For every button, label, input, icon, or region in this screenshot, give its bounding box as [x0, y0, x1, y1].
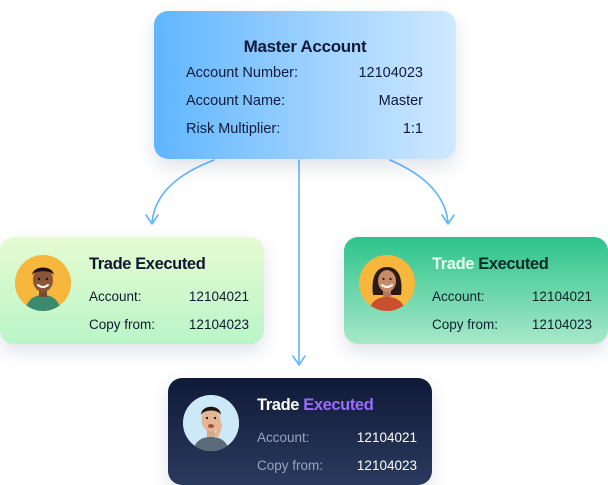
copy-from-label: Copy from:: [89, 317, 156, 332]
title-word-executed: Executed: [478, 255, 549, 273]
thinking-man-avatar-icon: [183, 395, 239, 451]
smiling-man-avatar-icon: [15, 255, 71, 311]
title-word-trade: Trade: [432, 255, 475, 273]
title-word-trade: Trade: [257, 396, 300, 414]
copy-from-label: Copy from:: [257, 458, 324, 473]
account-label: Account:: [432, 289, 485, 304]
value: 1:1: [402, 121, 423, 137]
copy-from-label: Copy from:: [432, 317, 499, 332]
copy-from-value: 12104023: [188, 317, 249, 332]
account-label: Account:: [89, 289, 142, 304]
arrow-head-left: [145, 214, 159, 225]
smiling-woman-avatar-icon: [359, 255, 415, 311]
arrow-head-right: [441, 214, 455, 225]
account-value: 12104021: [531, 289, 592, 304]
account-value: 12104021: [188, 289, 249, 304]
arrow-to-right-card: [389, 159, 449, 223]
trade-executed-title: Trade Executed: [432, 255, 549, 274]
label: Risk Multiplier:: [186, 121, 281, 137]
trade-executed-card-left: Trade Executed Account: 12104021 Copy fr…: [0, 237, 264, 344]
arrow-head-bottom: [292, 355, 306, 366]
copy-from-value: 12104023: [531, 317, 592, 332]
value: 12104023: [358, 65, 423, 81]
label: Account Name:: [186, 93, 286, 109]
account-label: Account:: [257, 430, 310, 445]
trade-executed-title: Trade Executed: [257, 396, 374, 415]
arrow-to-left-card: [151, 159, 215, 223]
trade-executed-title: Trade Executed: [89, 255, 206, 273]
value: Master: [378, 93, 423, 109]
master-account-card: Master Account Account Number: 12104023 …: [154, 11, 456, 159]
master-account-title: Master Account: [243, 37, 367, 56]
label: Account Number:: [186, 65, 299, 81]
copy-from-value: 12104023: [356, 458, 417, 473]
trade-executed-card-right: Trade Executed Account: 12104021 Copy fr…: [344, 237, 608, 344]
title-word-executed: Executed: [303, 396, 374, 414]
trade-executed-card-bottom: Trade Executed Account: 12104021 Copy fr…: [168, 378, 432, 485]
account-value: 12104021: [356, 430, 417, 445]
